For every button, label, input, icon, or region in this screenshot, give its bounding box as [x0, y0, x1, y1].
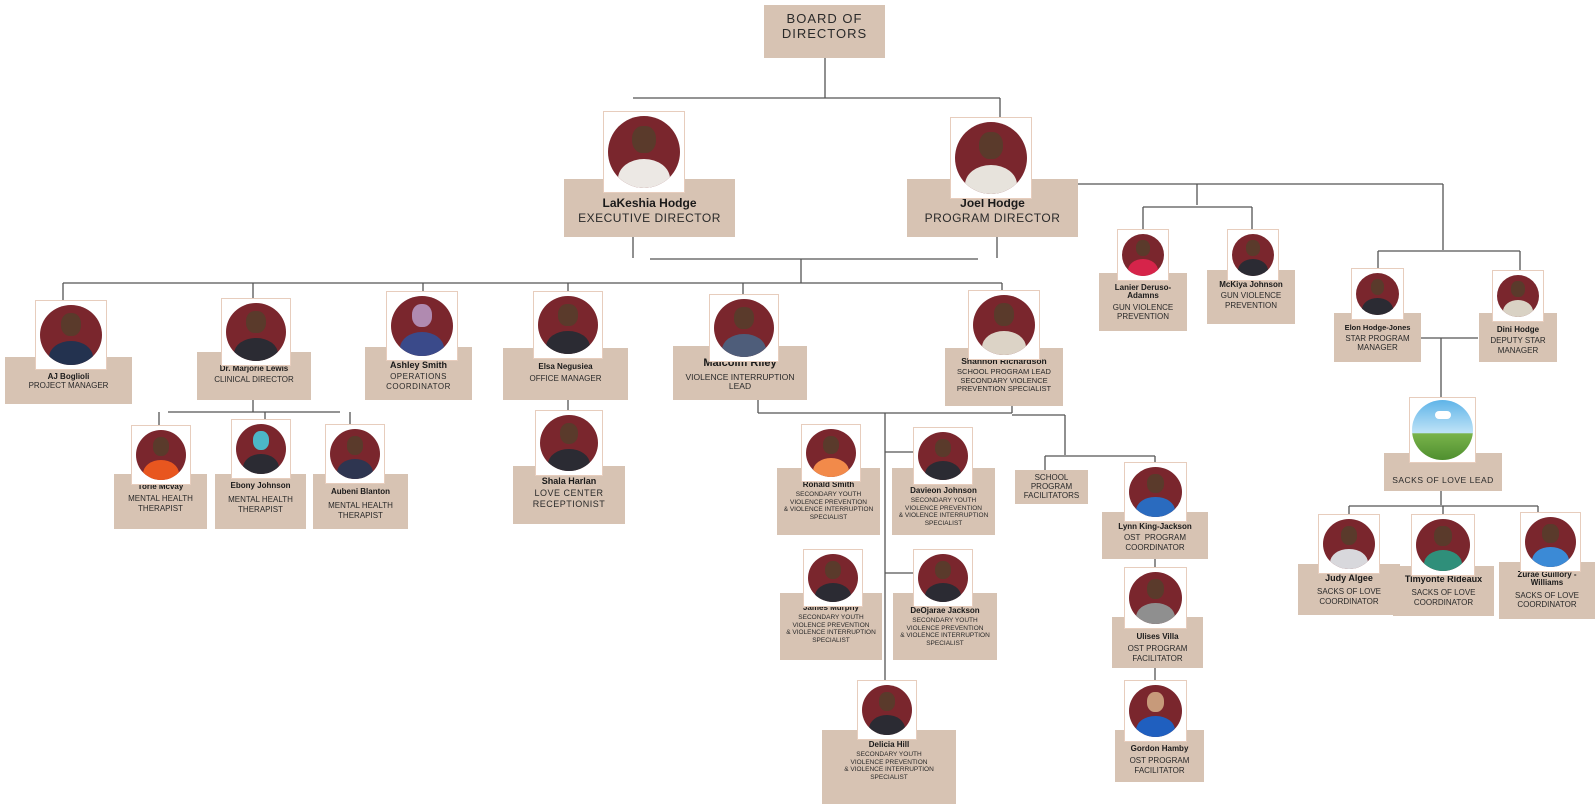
- sacks-coordinator-card: Zurae Guillory - Williams SACKS OF LOVE …: [1499, 562, 1595, 619]
- specialist-card: Davieon Johnson SECONDARY YOUTH VIOLENCE…: [892, 468, 995, 535]
- person-role: OST PROGRAM FACILITATOR: [1127, 644, 1188, 663]
- avatar: [325, 424, 385, 484]
- person-role: SECONDARY YOUTH VIOLENCE PREVENTION & VI…: [783, 491, 874, 521]
- board-of-directors: BOARD OF DIRECTORS: [764, 5, 885, 58]
- person-name: Ronald Smith: [802, 480, 855, 489]
- specialist-card: DeOjarae Jackson SECONDARY YOUTH VIOLENC…: [893, 593, 997, 660]
- person-name: Davieon Johnson: [910, 486, 977, 495]
- avatar: [857, 680, 917, 740]
- person-role: SACKS OF LOVE COORDINATOR: [1514, 590, 1580, 609]
- person-name: Joel Hodge: [960, 196, 1025, 210]
- avatar: [1318, 514, 1380, 574]
- staff-card: AJ Boglioli PROJECT MANAGER: [5, 357, 132, 404]
- person-name: Gordon Hamby: [1130, 744, 1189, 753]
- person-name: Dini Hodge: [1496, 325, 1540, 334]
- person-role: MENTAL HEALTH THERAPIST: [228, 495, 293, 514]
- person-name: Ebony Johnson: [230, 481, 291, 490]
- ost-card: Lynn King-Jackson OST PROGRAM COORDINATO…: [1102, 512, 1208, 559]
- person-role: LOVE CENTER RECEPTIONIST: [532, 488, 606, 509]
- person-role: CLINICAL DIRECTOR: [214, 375, 294, 385]
- avatar: [535, 410, 603, 476]
- person-role: OFFICE MANAGER: [529, 374, 602, 384]
- person-role: OST PROGRAM COORDINATOR: [1123, 533, 1187, 552]
- person-role: PROJECT MANAGER: [28, 381, 109, 391]
- avatar: [913, 427, 973, 485]
- person-name: AJ Boglioli: [47, 372, 90, 381]
- specialist-card: Delicia Hill SECONDARY YOUTH VIOLENCE PR…: [822, 730, 956, 804]
- person-role: STAR PROGRAM MANAGER: [1345, 333, 1410, 353]
- person-name: Zurae Guillory - Williams: [1517, 570, 1577, 588]
- person-role: MENTAL HEALTH THERAPIST: [128, 494, 193, 513]
- avatar: [603, 111, 685, 193]
- avatar: [35, 300, 107, 370]
- person-role: GUN VIOLENCE PREVENTION: [1220, 291, 1282, 310]
- person-name: Lynn King-Jackson: [1118, 522, 1192, 531]
- person-name: Dr. Marjorie Lewis: [219, 364, 289, 373]
- avatar: [709, 294, 779, 362]
- person-name: Elon Hodge-Jones: [1344, 323, 1411, 332]
- person-role: GUN VIOLENCE PREVENTION: [1112, 302, 1174, 321]
- person-name: Shala Harlan: [541, 476, 597, 486]
- person-name: DeOjarae Jackson: [910, 606, 980, 615]
- avatar: [950, 117, 1032, 199]
- avatar: [131, 425, 191, 485]
- person-name: McKiya Johnson: [1219, 280, 1283, 289]
- person-name: Delicia Hill: [868, 740, 910, 749]
- person-name: Shannon Richardson: [961, 356, 1047, 366]
- therapist-card: Ebony Johnson MENTAL HEALTH THERAPIST: [215, 474, 306, 529]
- person-name: Ulises Villa: [1136, 632, 1179, 641]
- person-name: Elsa Negusiea: [538, 362, 593, 371]
- star-card: Elon Hodge-Jones STAR PROGRAM MANAGER: [1334, 313, 1421, 362]
- program-director-card: Joel Hodge PROGRAM DIRECTOR: [907, 179, 1078, 237]
- person-role: EXECUTIVE DIRECTOR: [578, 210, 721, 225]
- board-label: BOARD OF DIRECTORS: [781, 11, 868, 41]
- person-role: SCHOOL PROGRAM LEAD SECONDARY VIOLENCE P…: [956, 366, 1052, 394]
- avatar: [1124, 462, 1187, 522]
- avatar: [386, 291, 458, 361]
- person-name: Torie Mcvay: [137, 482, 184, 491]
- person-name: Timyonte Rideaux: [1404, 574, 1483, 584]
- person-name: Aubeni Blanton: [330, 487, 391, 496]
- person-role: MENTAL HEALTH THERAPIST: [328, 501, 393, 520]
- person-role: PROGRAM DIRECTOR: [924, 210, 1061, 225]
- gun-violence-card: Lanier Deruso- Adamns GUN VIOLENCE PREVE…: [1099, 273, 1187, 331]
- person-role: OPERATIONS COORDINATOR: [386, 372, 451, 391]
- person-name: Ashley Smith: [389, 360, 447, 370]
- avatar: [913, 549, 973, 607]
- avatar: [801, 424, 861, 482]
- group-label: SCHOOL PROGRAM FACILITATORS: [1023, 473, 1080, 501]
- avatar: [1227, 229, 1279, 281]
- avatar: [1124, 567, 1187, 629]
- person-role: SECONDARY YOUTH VIOLENCE PREVENTION & VI…: [900, 617, 990, 647]
- avatar: [221, 298, 291, 366]
- avatar: [1520, 512, 1581, 572]
- avatar: [968, 290, 1040, 360]
- avatar: [1492, 270, 1544, 322]
- person-name: Lanier Deruso- Adamns: [1114, 283, 1172, 301]
- avatar: [533, 291, 603, 359]
- avatar: [1351, 268, 1404, 320]
- avatar: [803, 549, 863, 607]
- avatar: [231, 419, 291, 479]
- sacks-of-love-lead-card: SACKS OF LOVE LEAD: [1384, 453, 1502, 491]
- person-role: SECONDARY YOUTH VIOLENCE PREVENTION & VI…: [844, 751, 934, 781]
- person-name: Malcolm Riley: [703, 357, 777, 369]
- avatar-placeholder-landscape: [1409, 397, 1476, 463]
- avatar: [1117, 229, 1169, 281]
- person-role: OST PROGRAM FACILITATOR: [1129, 756, 1190, 775]
- person-role: SECONDARY YOUTH VIOLENCE PREVENTION & VI…: [898, 497, 989, 527]
- person-role: SECONDARY YOUTH VIOLENCE PREVENTION & VI…: [786, 614, 876, 644]
- person-role: DEPUTY STAR MANAGER: [1490, 336, 1546, 355]
- person-role: SACKS OF LOVE COORDINATOR: [1316, 587, 1382, 606]
- person-name: James Murphy: [802, 603, 860, 612]
- person-name: Judy Algee: [1325, 573, 1373, 583]
- avatar: [1411, 514, 1475, 576]
- person-role: SACKS OF LOVE LEAD: [1392, 475, 1494, 485]
- person-role: SACKS OF LOVE COORDINATOR: [1411, 588, 1476, 607]
- person-name: LaKeshia Hodge: [602, 196, 697, 210]
- school-program-facilitators: SCHOOL PROGRAM FACILITATORS: [1015, 470, 1088, 504]
- avatar: [1124, 680, 1187, 742]
- person-role: VIOLENCE INTERRUPTION LEAD: [685, 371, 795, 392]
